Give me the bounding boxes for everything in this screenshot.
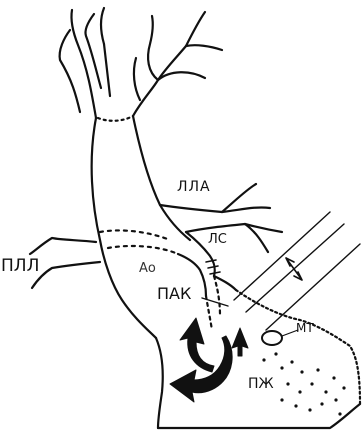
- lla-branch: [222, 184, 268, 252]
- ventricle-dots: [262, 352, 345, 415]
- lla-upper: [160, 205, 270, 212]
- carotid-branch-inner-2: [104, 44, 110, 96]
- label-ao: Ао: [139, 262, 156, 275]
- pll-lower: [32, 262, 100, 288]
- measure-line-3: [246, 224, 344, 312]
- top-vessel-cap: [101, 8, 104, 44]
- upper-right-branch: [133, 46, 186, 116]
- label-mt: МТ: [296, 322, 314, 334]
- aorta-right-wall: [133, 116, 190, 240]
- ventricle-left-wall: [156, 338, 163, 428]
- trunk-ring-mid: [100, 230, 170, 240]
- label-pll: ПЛЛ: [1, 258, 39, 275]
- label-pzh: ПЖ: [248, 377, 274, 391]
- pak-pointer: [202, 298, 228, 306]
- mt-valve-ring: [262, 331, 282, 345]
- measure-arrow: [286, 258, 302, 280]
- lla-lower: [186, 224, 282, 232]
- carotid-branch-left: [71, 10, 96, 118]
- aorta-left-wall: [92, 118, 156, 338]
- label-lla: ЛЛА: [177, 180, 211, 194]
- trunk-ring-top: [98, 116, 133, 121]
- label-ls: ЛС: [208, 233, 227, 246]
- upper-right-branch-4: [134, 58, 140, 100]
- trunk-ring-mid-2: [108, 246, 178, 254]
- ductus-tail: [214, 276, 236, 290]
- upper-right-branch-3: [186, 12, 222, 50]
- flow-arrows: [170, 318, 248, 402]
- ductus-dash: [214, 276, 220, 316]
- label-pak: ПАК: [157, 286, 191, 302]
- ventricle-bottom: [158, 404, 360, 428]
- pll-upper: [30, 238, 96, 254]
